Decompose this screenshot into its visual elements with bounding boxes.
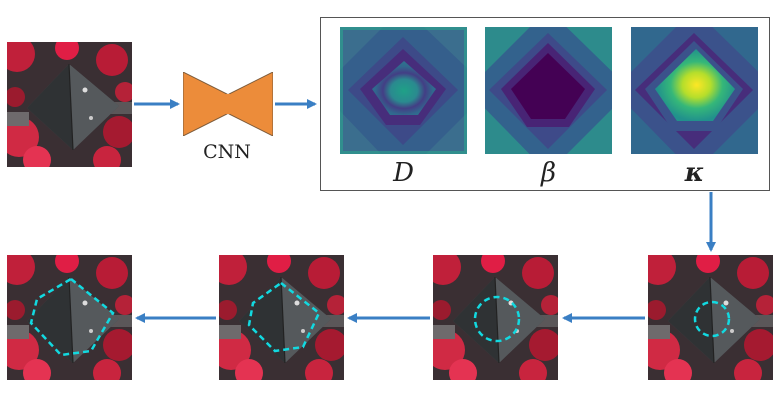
distance-map-d [340,27,467,154]
label-d: D [393,158,414,188]
cnn-block [182,71,274,137]
contour-iteration-3-tile [219,255,344,380]
contour-iteration-2-tile [433,255,558,380]
curvature-map-kappa [631,27,758,154]
cnn-label: CNN [203,141,251,163]
label-kappa: κ [684,158,705,188]
label-beta: β [540,158,557,188]
contour-final-tile [7,255,132,380]
balloon-map-beta [485,27,612,154]
output-maps-panel [320,17,770,191]
contour-initial-tile [648,255,773,380]
